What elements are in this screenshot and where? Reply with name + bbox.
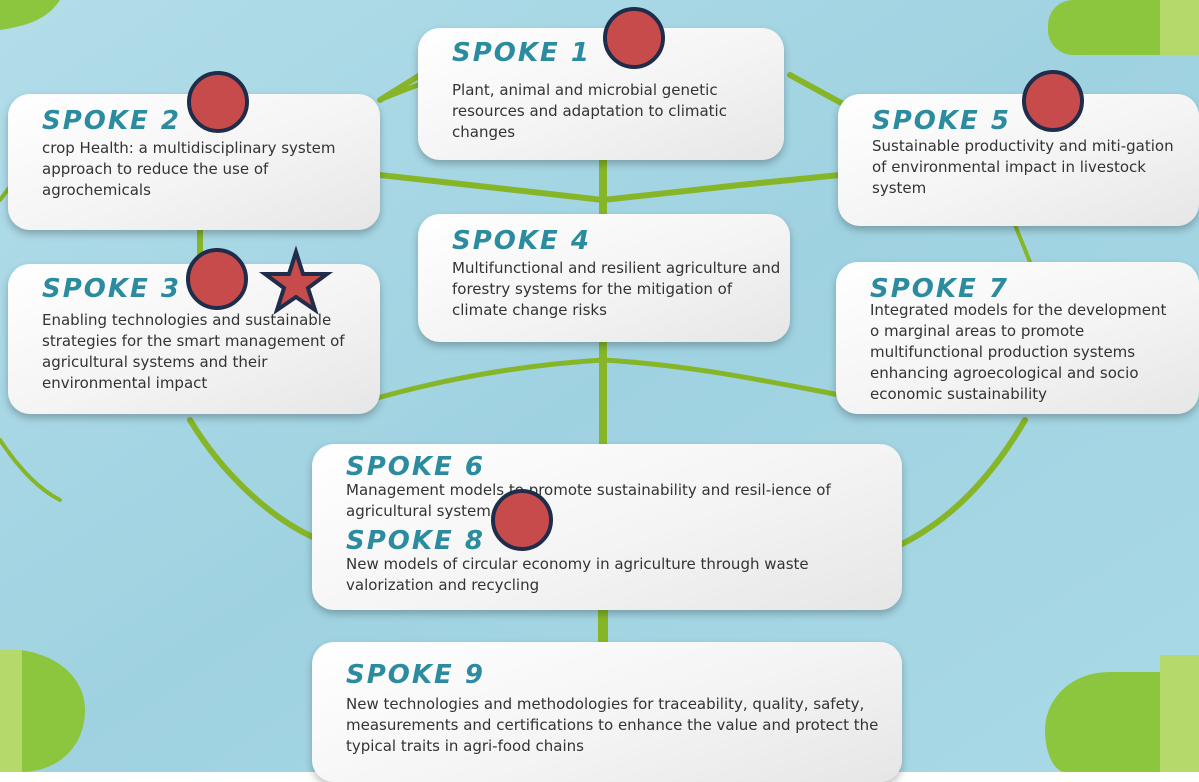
spoke-4-description: Multifunctional and resilient agricultur… <box>452 259 781 319</box>
spoke-3-card: SPOKE 3 Enabling technologies and sustai… <box>8 264 380 414</box>
spoke-5-title: SPOKE 5 <box>872 106 1011 136</box>
spoke-4-title: SPOKE 4 <box>452 226 591 256</box>
spoke-1-description: Plant, animal and microbial genetic reso… <box>452 81 727 141</box>
spoke-1-title: SPOKE 1 <box>452 38 591 68</box>
spoke-5-card: SPOKE 5 Sustainable productivity and mit… <box>838 94 1199 226</box>
spoke-8-title: SPOKE 8 <box>346 526 485 556</box>
spoke-8-description: New models of circular economy in agricu… <box>346 555 809 594</box>
spoke-7-title: SPOKE 7 <box>870 274 1009 304</box>
spoke-7-description: Integrated models for the development o … <box>870 301 1167 403</box>
spoke-9-description: New technologies and methodologies for t… <box>346 695 879 755</box>
spoke-2-title: SPOKE 2 <box>42 106 181 136</box>
spoke-1-card: SPOKE 1 Plant, animal and microbial gene… <box>418 28 784 160</box>
spoke-9-card: SPOKE 9 New technologies and methodologi… <box>312 642 902 782</box>
spoke-4-card: SPOKE 4 Multifunctional and resilient ag… <box>418 214 790 342</box>
spoke-5-description: Sustainable productivity and miti-gation… <box>872 137 1174 197</box>
spoke-9-title: SPOKE 9 <box>346 660 485 690</box>
spoke-2-description: crop Health: a multidisciplinary system … <box>42 139 336 199</box>
spoke-6-8-card: SPOKE 6 Management models to promote sus… <box>312 444 902 610</box>
spoke-6-description: Management models to promote sustainabil… <box>346 481 831 520</box>
spoke-6-title: SPOKE 6 <box>346 452 485 482</box>
spoke-2-card: SPOKE 2 crop Health: a multidisciplinary… <box>8 94 380 230</box>
spoke-3-title: SPOKE 3 <box>42 274 181 304</box>
spoke-3-description: Enabling technologies and sustainable st… <box>42 311 345 392</box>
spoke-7-card: SPOKE 7 Integrated models for the develo… <box>836 262 1199 414</box>
